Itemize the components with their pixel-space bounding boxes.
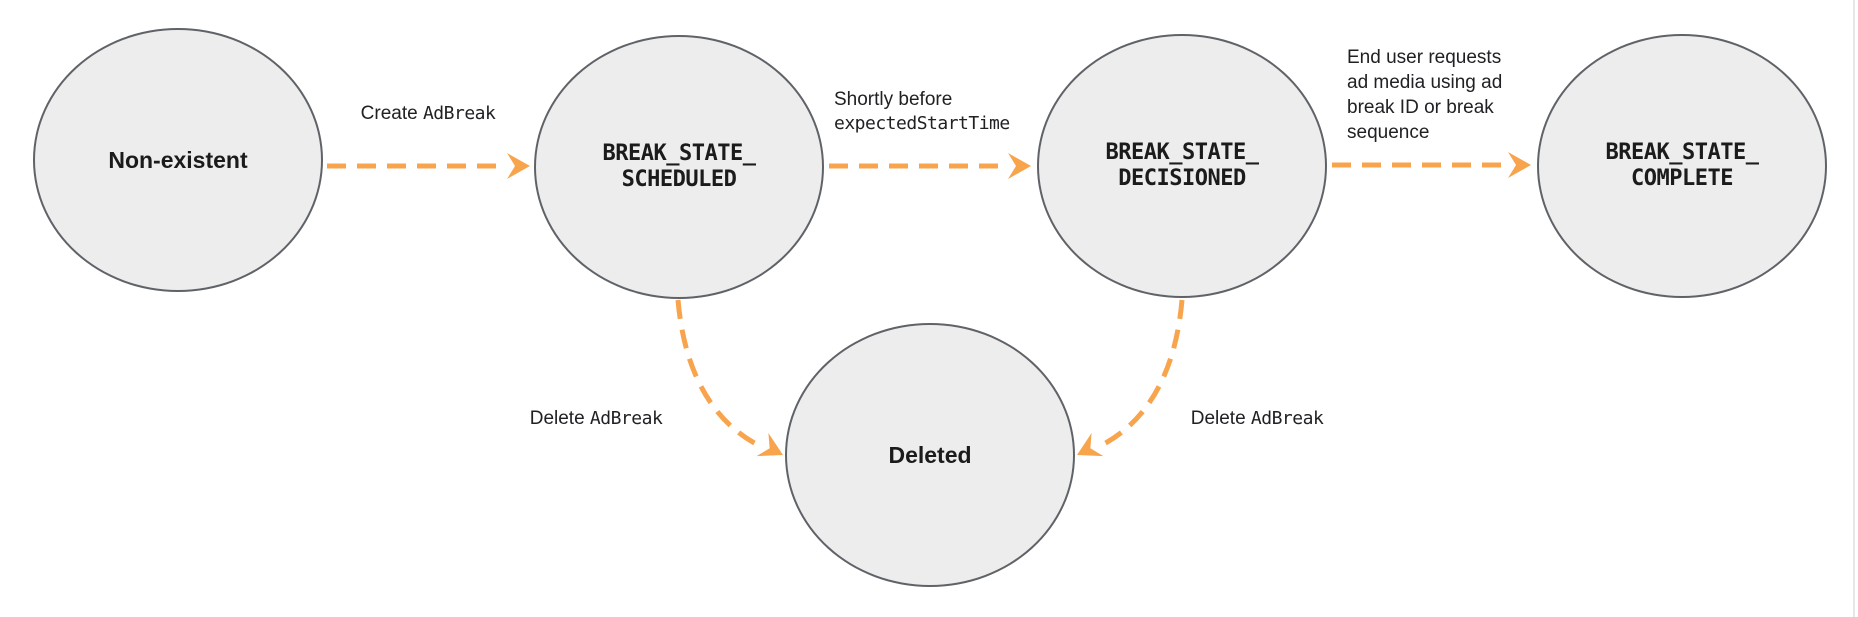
edge-label-end-user-requests: End user requests ad media using ad brea… [1347,45,1547,145]
edge-label-text: Delete [529,408,590,429]
state-label-line2: SCHEDULED [621,167,737,192]
state-label-line2: COMPLETE [1631,166,1733,191]
edge-label-code: AdBreak [1250,408,1324,429]
edge-create-arrowhead [507,153,530,179]
edge-complete-arrowhead [1508,152,1531,178]
state-node-break-state-scheduled: BREAK_STATE_ SCHEDULED [534,35,824,299]
edge-delete-decisioned-arrowhead [1077,432,1104,457]
state-label: BREAK_STATE_ [602,141,756,166]
edge-label-code: expectedStartTime [834,113,1010,134]
edge-label-text: Delete [1190,408,1251,429]
edge-decision-arrowhead [1008,153,1031,179]
edge-label-delete-adbreak-left: Delete AdBreak [506,407,686,431]
state-label-line2: DECISIONED [1118,166,1246,191]
state-node-break-state-decisioned: BREAK_STATE_ DECISIONED [1037,34,1327,298]
right-edge-divider [1853,0,1855,617]
edge-label-delete-adbreak-right: Delete AdBreak [1167,407,1347,431]
edge-delete-scheduled-line [675,299,766,451]
state-node-break-state-complete: BREAK_STATE_ COMPLETE [1537,34,1827,298]
state-node-non-existent: Non-existent [33,28,323,292]
state-label: BREAK_STATE_ [1105,140,1259,165]
state-label: Non-existent [108,146,248,173]
edge-label-code: AdBreak [589,408,663,429]
edge-label-text: Shortly before [834,89,953,110]
edge-label-text: Create [360,103,423,124]
edge-label-code: AdBreak [422,103,496,124]
edge-delete-scheduled-arrowhead [756,432,783,457]
state-label: Deleted [888,441,972,468]
state-label: BREAK_STATE_ [1605,140,1759,165]
edge-delete-decisioned-line [1094,299,1185,451]
edge-label-text: End user requests ad media using ad brea… [1347,47,1503,143]
state-node-deleted: Deleted [785,323,1075,587]
edge-label-create-adbreak: Create AdBreak [330,102,526,126]
edge-label-shortly-before: Shortly before expectedStartTime [834,88,1010,136]
